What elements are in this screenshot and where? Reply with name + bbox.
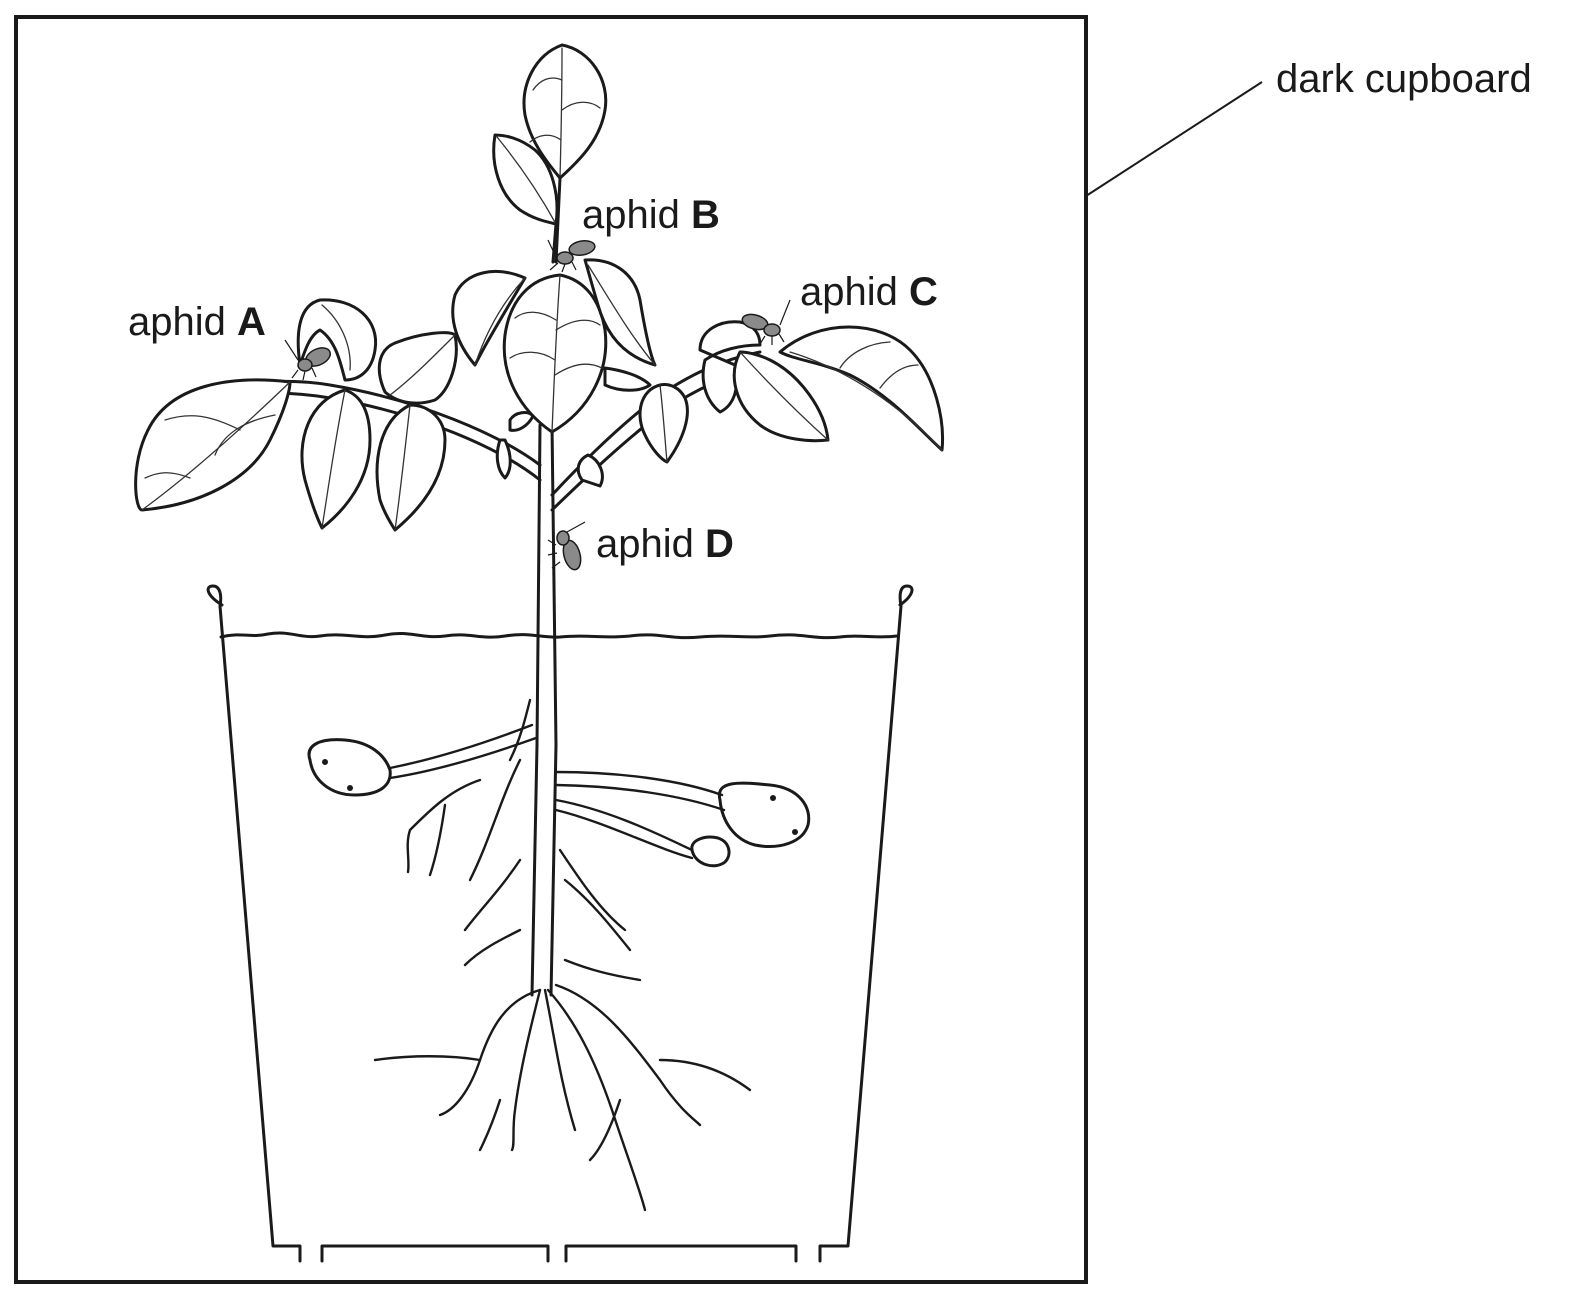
leaf-hanging-2 [375,403,447,532]
aphid-a-label: aphid A [128,300,266,344]
leaf-hanging-1 [300,388,372,530]
leaf-mid-left [451,270,527,367]
aphid-d-label: aphid D [596,522,734,566]
aphid-c [741,299,791,345]
plant-pot [206,584,914,1263]
plant-leaves [134,43,944,532]
leaf-far-right [778,325,944,452]
aphid-d [547,521,586,571]
cupboard-label: dark cupboard [1276,57,1532,101]
leaf-upper-left [377,331,458,405]
cupboard-leader-line [1085,81,1263,197]
aphid-b-label: aphid B [582,193,720,237]
roots-and-tubers [307,698,811,1212]
soil-surface [219,631,899,640]
tuber-right-small [690,835,731,868]
aphid-b [547,239,596,273]
plant-stem [198,350,767,997]
tuber-right-large [717,781,811,848]
leaf-left-large [134,378,292,512]
aphid-a [284,339,332,381]
leaf-curled-c [698,320,762,414]
tuber-left [307,738,392,797]
cupboard-outline [14,15,1088,1284]
leaf-curled-a [296,298,378,382]
aphid-c-label: aphid C [800,270,938,314]
